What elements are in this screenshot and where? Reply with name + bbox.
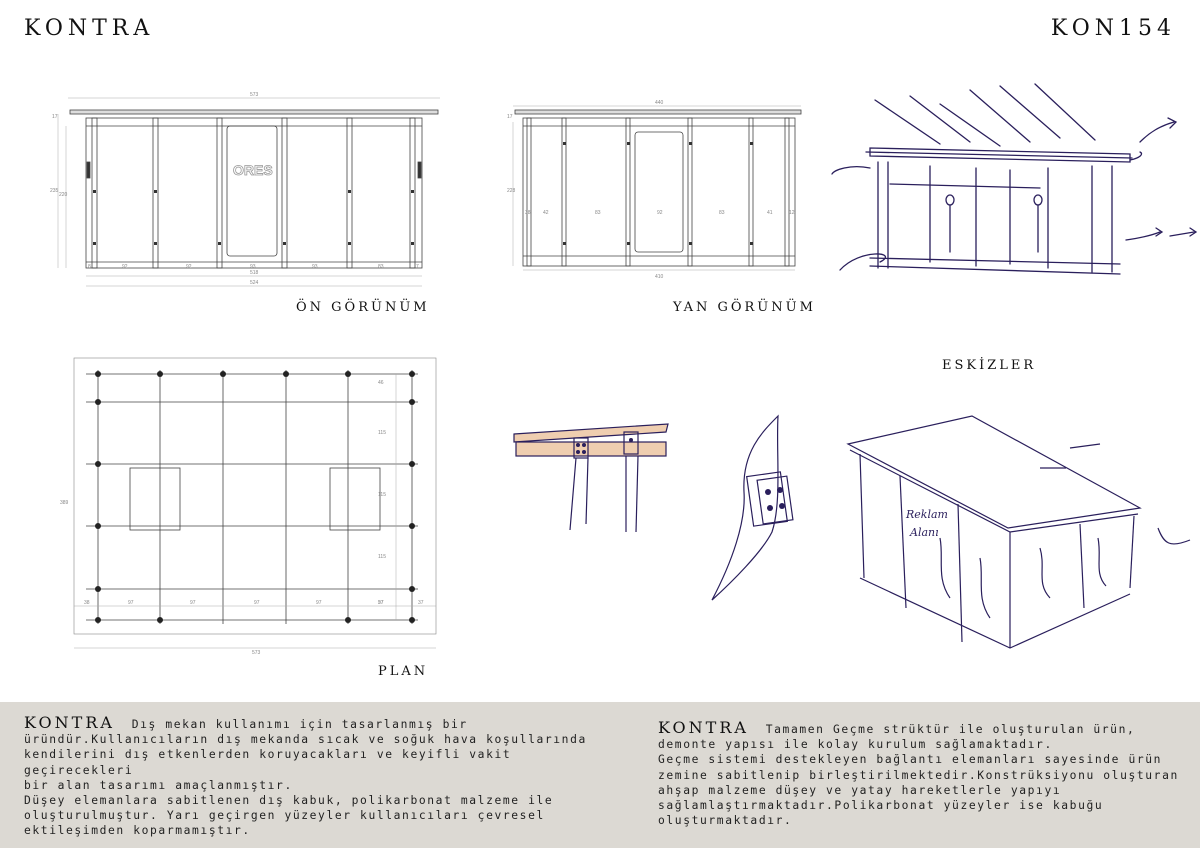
plan-bottom-dim: 37 — [418, 600, 424, 606]
footer-right-line: sağlamlaştırmaktadır.Polikarbonat yüzeyl… — [658, 799, 1104, 813]
plan-bottom-dim: 38 — [84, 600, 90, 606]
front-module-dim: 92 — [186, 264, 192, 270]
front-module-dim: 8 — [88, 264, 91, 270]
front-dim-bottom: 524 — [250, 280, 259, 286]
footer-left-line: ektileşimden koparmamıştır. — [24, 824, 251, 838]
footer-right-line: Tamamen Geçme strüktür ile oluşturulan ü… — [765, 723, 1136, 736]
front-dim-top: 573 — [250, 92, 259, 98]
plan-caption: PLAN — [378, 664, 429, 679]
side-view-caption: YAN GÖRÜNÜM — [673, 300, 816, 315]
side-module-dim: 38 — [525, 210, 531, 216]
footer-left-line: Düşey elemanlara sabitlenen dış kabuk, p… — [24, 794, 554, 808]
side-dim-h-a: 17 — [507, 114, 513, 120]
plan-right-dim: 115 — [378, 492, 386, 498]
plan-bottom-dim: 97 — [254, 600, 260, 606]
plan-right-dim: 115 — [378, 554, 386, 560]
plan-bottom-dim: 97 — [378, 600, 384, 606]
product-code: KON154 — [1050, 16, 1176, 41]
footer-right-block: KONTRA Tamamen Geçme strüktür ile oluştu… — [658, 720, 1198, 828]
front-dim-h-a: 17 — [52, 114, 58, 120]
plan-right-dim: 46 — [378, 380, 384, 386]
plan-dim-height: 389 — [60, 500, 69, 506]
side-module-dim: 83 — [595, 210, 601, 216]
sketch-note-alani: Alanı — [909, 526, 939, 539]
front-module-dim: 93 — [250, 264, 256, 270]
joint-sketch — [513, 423, 669, 533]
side-module-dim: 41 — [767, 210, 773, 216]
front-module-dim: 83 — [378, 264, 384, 270]
footer-left-line: bir alan tasarımı amaçlanmıştır. — [24, 778, 293, 792]
side-module-dim: 92 — [657, 210, 663, 216]
front-module-dim: 93 — [312, 264, 318, 270]
box-sketch: Reklam Alanı — [846, 415, 1191, 649]
footer-right-text: KONTRA Tamamen Geçme strüktür ile oluştu… — [658, 720, 1198, 828]
footer-left-text: KONTRA Dış mekan kullanımı için tasarlan… — [24, 715, 624, 839]
sketch-note-reklam: Reklam — [905, 508, 948, 521]
footer-right-line: demonte yapısı ile kolay kurulum sağlama… — [658, 738, 1053, 752]
footer-left-title: KONTRA — [24, 713, 115, 732]
side-dim-h-b: 228 — [507, 188, 516, 194]
front-view-caption: ÖN GÖRÜNÜM — [296, 300, 430, 315]
front-dim-h-c: 220 — [59, 192, 68, 198]
footer-right-line: zemine sabitlenip birleştirilmektedir.Ko… — [658, 768, 1179, 782]
front-module-dim: 92 — [122, 264, 128, 270]
clamp-sketch — [711, 414, 794, 601]
brand-title: KONTRA — [24, 16, 155, 41]
plan-right-dim: 115 — [378, 430, 386, 436]
front-dim-h-b: 235 — [50, 188, 59, 194]
description-footer: KONTRA Dış mekan kullanımı için tasarlan… — [0, 702, 1200, 848]
front-logo: ORES — [233, 162, 273, 178]
footer-right-title: KONTRA — [658, 718, 749, 737]
front-elevation-drawing: ORES 573 518 524 17 235 220 8 92 92 93 93 83 7 — [50, 92, 440, 287]
front-dim-mid: 518 — [250, 270, 259, 276]
footer-left-line: üründür.Kullanıcıların dış mekanda sıcak… — [24, 733, 587, 747]
side-module-dim: 83 — [719, 210, 725, 216]
sketches-caption: ESKİZLER — [942, 358, 1037, 373]
plan-bottom-dim: 97 — [128, 600, 134, 606]
footer-left-line: oluşturulmuştur. Yarı geçirgen yüzeyler … — [24, 809, 545, 823]
footer-right-line: Geçme sistemi destekleyen bağlantı elema… — [658, 753, 1163, 767]
side-elevation-drawing: 440 410 17 228 38 42 83 92 83 41 12 — [507, 100, 802, 280]
footer-left-block: KONTRA Dış mekan kullanımı için tasarlan… — [24, 715, 624, 839]
plan-bottom-dim: 97 — [316, 600, 322, 606]
footer-left-line: Dış mekan kullanımı için tasarlanmış bir — [131, 718, 468, 731]
side-dim-bottom: 410 — [655, 274, 664, 280]
footer-right-line: oluşturmaktadır. — [658, 814, 793, 828]
side-dim-top: 440 — [655, 100, 664, 106]
footer-right-line: ahşap malzeme düşey ve yatay hareketlerl… — [658, 783, 1062, 797]
footer-left-line: kendilerini dış etkenlerden koruyacaklar… — [24, 748, 520, 777]
side-module-dim: 42 — [543, 210, 549, 216]
plan-bottom-dim: 97 — [190, 600, 196, 606]
side-module-dim: 12 — [789, 210, 795, 216]
plan-right-dim: 37 — [378, 600, 384, 606]
front-module-dim: 7 — [416, 264, 419, 270]
plan-dim-width: 573 — [252, 650, 261, 656]
shelter-sketch — [831, 83, 1198, 275]
